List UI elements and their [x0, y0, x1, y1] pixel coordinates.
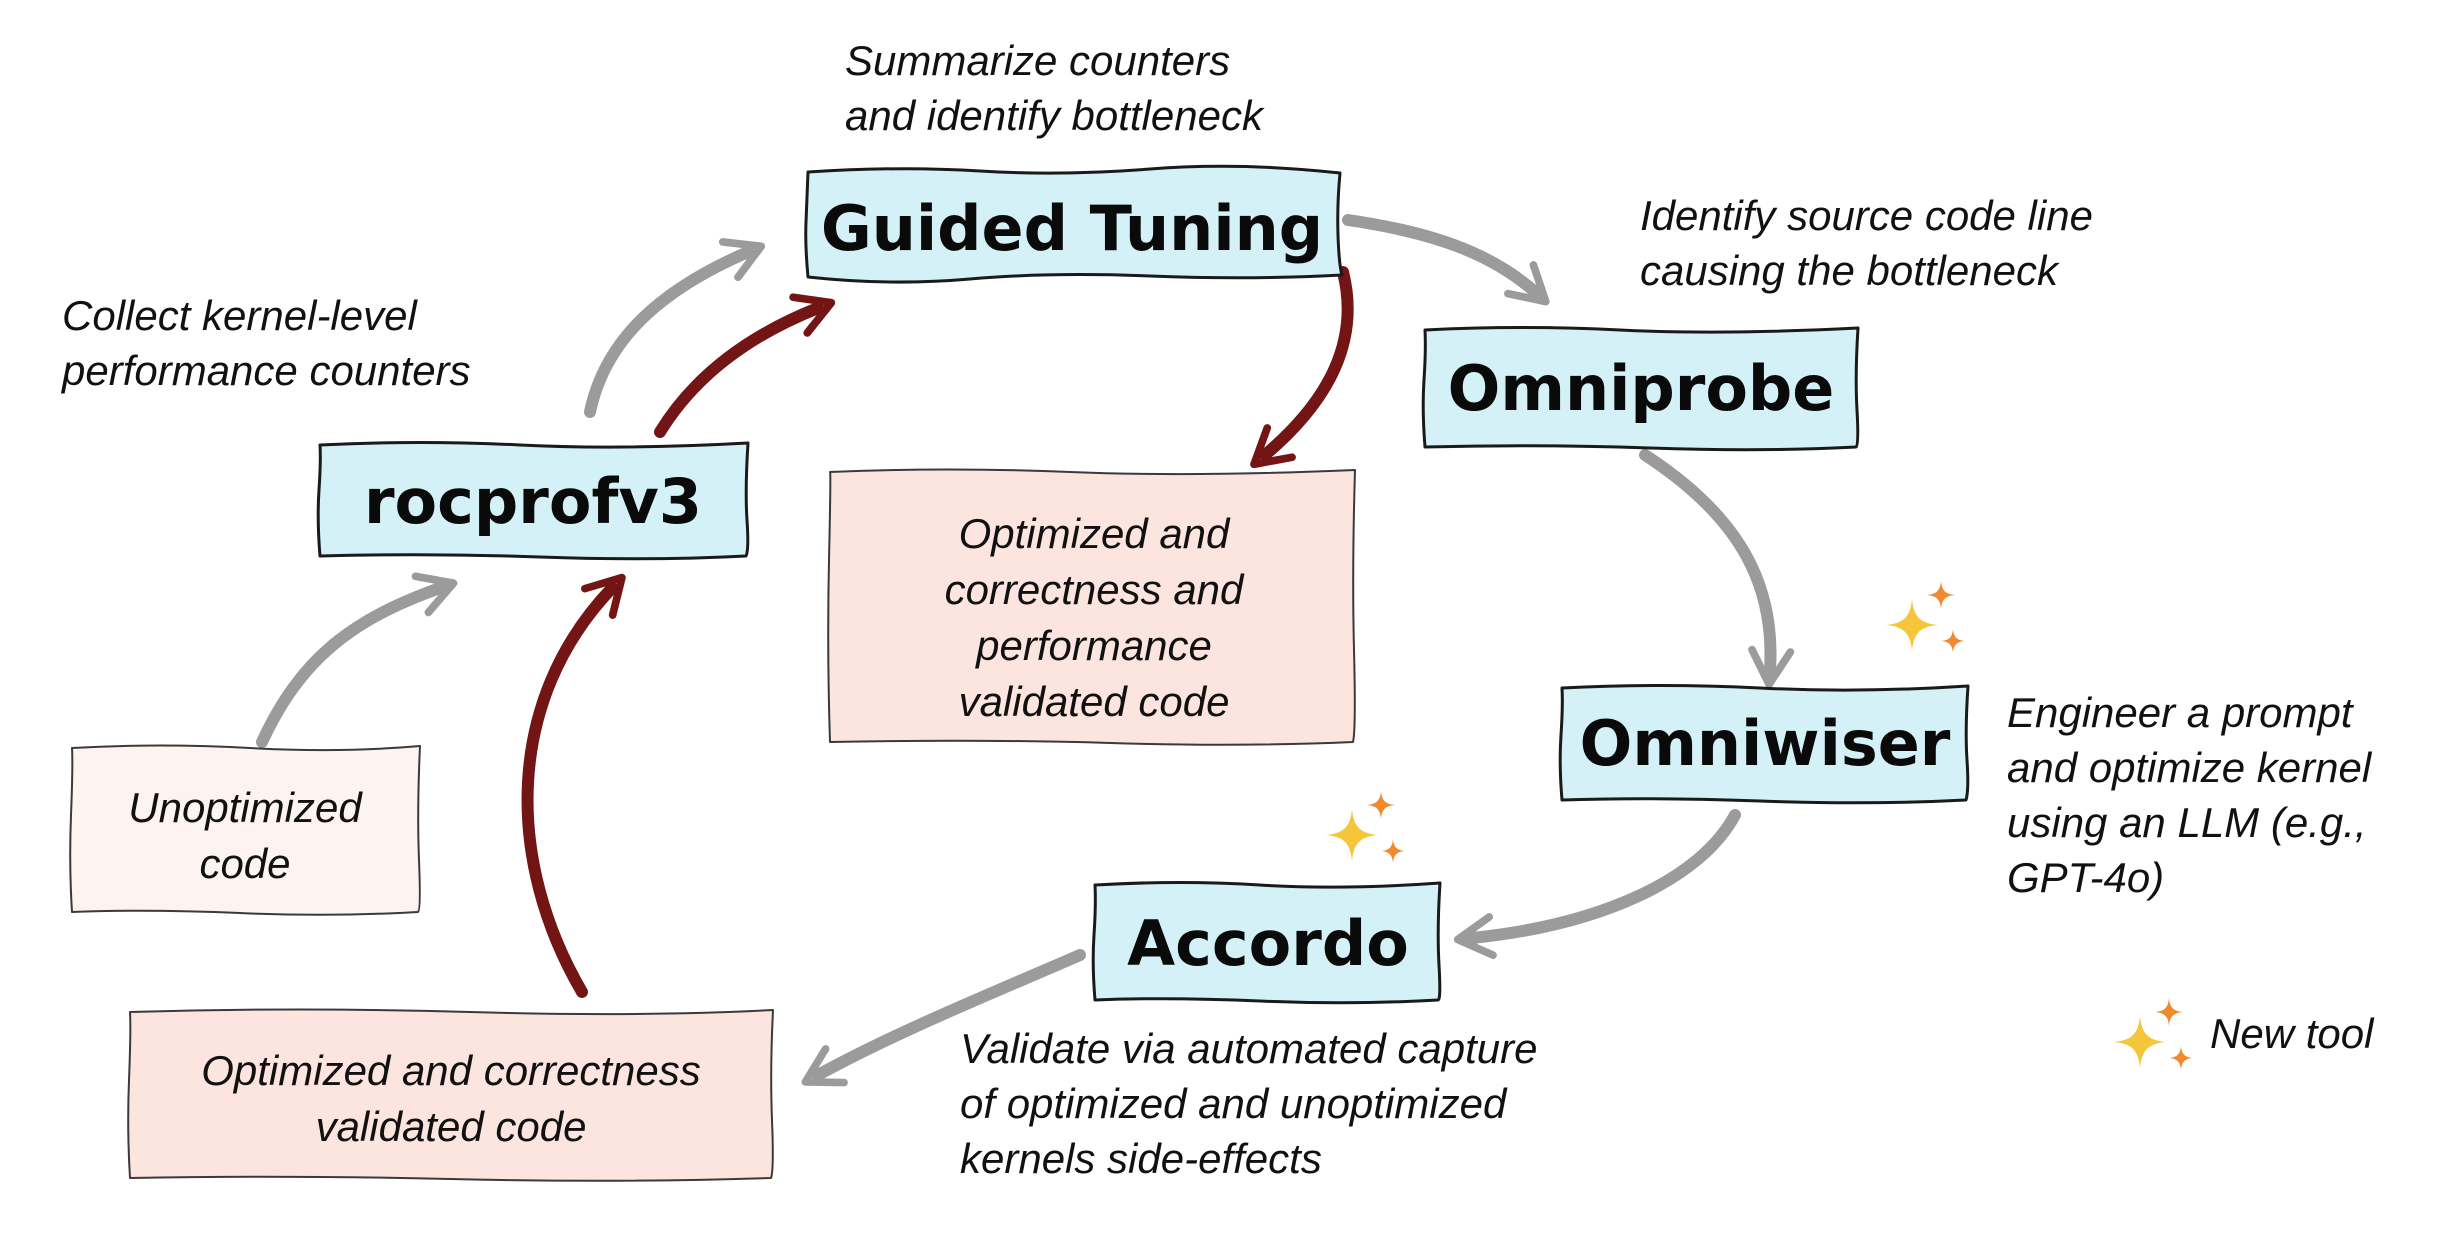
omniwiser-box	[1558, 684, 1970, 805]
annotation-engineer-line-3: using an LLM (e.g.,	[2007, 799, 2367, 846]
annotation-validate-line-3: kernels side-effects	[960, 1135, 1322, 1182]
unoptimized-code-line-2: code	[199, 840, 290, 887]
annotation-identify-line-2: causing the bottleneck	[1640, 247, 2060, 294]
annotation-summarize: Summarize counters and identify bottlene…	[845, 37, 1265, 139]
annotation-engineer-line-1: Engineer a prompt	[2007, 689, 2355, 736]
arrow-validated-code-to-rocprofv3-red	[521, 573, 626, 998]
perf-validated-code-box	[827, 468, 1356, 746]
arrow-guided-tuning-to-omniprobe	[1342, 214, 1550, 306]
omniwiser-node[interactable]: Omniwiser	[1558, 684, 1970, 805]
arrow-omniwiser-to-accordo	[1453, 809, 1741, 959]
omniprobe-label: Omniprobe	[1448, 352, 1835, 425]
arrow-accordo-to-validated-code	[801, 949, 1086, 1087]
rocprofv3-node[interactable]: rocprofv3	[316, 441, 750, 561]
accordo-box	[1091, 881, 1442, 1005]
arrow-rocprofv3-to-guided-tuning-red	[654, 293, 836, 438]
perf-validated-code-line-4: validated code	[959, 678, 1230, 725]
annotation-engineer-line-4: GPT-4o)	[2007, 854, 2164, 901]
guided-tuning-box	[804, 164, 1344, 284]
arrow-guided-tuning-to-perf-code-red	[1250, 266, 1354, 469]
unoptimized-code-box	[69, 744, 421, 916]
annotation-summarize-line-2: and identify bottleneck	[845, 92, 1265, 139]
omniprobe-box	[1421, 326, 1860, 452]
annotation-engineer-line-2: and optimize kernel	[2007, 744, 2373, 791]
perf-validated-code-node: Optimized and correctness and performanc…	[827, 468, 1356, 746]
correctness-validated-code-line-2: validated code	[316, 1103, 587, 1150]
annotation-summarize-line-1: Summarize counters	[845, 37, 1230, 84]
accordo-sparkle-icon	[1326, 791, 1405, 863]
guided-tuning-label: Guided Tuning	[821, 192, 1323, 265]
arrow-omniprobe-to-omniwiser	[1639, 449, 1795, 689]
annotation-validate-line-2: of optimized and unoptimized	[960, 1080, 1508, 1127]
perf-validated-code-line-3: performance	[974, 622, 1212, 669]
perf-validated-code-line-2: correctness and	[945, 566, 1245, 613]
accordo-label: Accordo	[1127, 907, 1409, 980]
correctness-validated-code-line-1: Optimized and correctness	[201, 1047, 701, 1094]
annotation-collect-line-1: Collect kernel-level	[62, 292, 418, 339]
omniprobe-node[interactable]: Omniprobe	[1421, 326, 1860, 452]
legend-new-tool-label: New tool	[2210, 1010, 2375, 1057]
annotation-validate-line-1: Validate via automated capture	[960, 1025, 1537, 1072]
unoptimized-code-line-1: Unoptimized	[128, 784, 363, 831]
omniwiser-sparkle-icon	[1886, 581, 1965, 653]
unoptimized-code-node: Unoptimized code	[69, 744, 421, 916]
rocprofv3-label: rocprofv3	[364, 465, 702, 538]
perf-validated-code-line-1: Optimized and	[959, 510, 1231, 557]
annotation-validate: Validate via automated capture of optimi…	[960, 1025, 1537, 1182]
omniwiser-label: Omniwiser	[1580, 707, 1951, 780]
correctness-validated-code-box	[127, 1008, 774, 1182]
annotation-collect-line-2: performance counters	[60, 347, 471, 394]
arrow-unoptimized-to-rocprofv3	[256, 572, 458, 748]
rocprofv3-box	[316, 441, 750, 561]
arrow-rocprofv3-to-guided-tuning-gray	[584, 238, 766, 418]
legend: New tool	[2114, 998, 2375, 1070]
correctness-validated-code-node: Optimized and correctness validated code	[127, 1008, 774, 1182]
guided-tuning-node[interactable]: Guided Tuning	[804, 164, 1344, 284]
annotation-engineer: Engineer a prompt and optimize kernel us…	[2007, 689, 2373, 901]
accordo-node[interactable]: Accordo	[1091, 881, 1442, 1005]
annotation-collect: Collect kernel-level performance counter…	[60, 292, 471, 394]
annotation-identify-line-1: Identify source code line	[1640, 192, 2093, 239]
arrows	[256, 214, 1795, 1087]
annotation-identify-line: Identify source code line causing the bo…	[1640, 192, 2093, 294]
legend-sparkle-icon	[2114, 998, 2193, 1070]
